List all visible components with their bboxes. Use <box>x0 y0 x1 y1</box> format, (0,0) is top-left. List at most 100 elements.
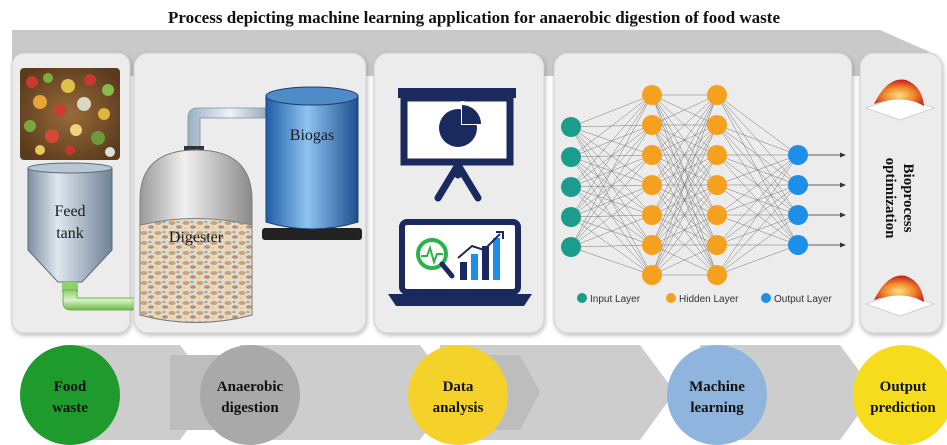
legend-hidden-swatch <box>666 293 676 303</box>
nn-node-input <box>561 147 581 167</box>
nn-edge <box>651 94 718 126</box>
nn-edge <box>651 94 718 216</box>
nn-edge <box>716 154 799 276</box>
gas-pipe <box>187 107 273 151</box>
nn-node-input <box>561 117 581 137</box>
nn-output-arrowhead <box>840 212 846 218</box>
neural-network-nodes <box>561 85 808 285</box>
nn-node-output <box>788 175 808 195</box>
nn-edge <box>570 244 653 248</box>
nn-edge <box>651 124 718 276</box>
diagram-title: Process depicting machine learning appli… <box>168 8 780 27</box>
nn-edge <box>716 244 799 276</box>
nn-node-input <box>561 207 581 227</box>
nn-edge <box>570 214 653 248</box>
nn-edge <box>716 124 799 156</box>
nn-edge <box>716 154 799 216</box>
nn-node-hidden1 <box>642 175 662 195</box>
nn-node-input <box>561 237 581 257</box>
nn-node-hidden2 <box>707 175 727 195</box>
nn-node-hidden1 <box>642 85 662 105</box>
step-food-waste-line2: waste <box>52 400 88 416</box>
nn-edge <box>716 94 799 156</box>
nn-edge <box>651 94 718 246</box>
nn-node-hidden1 <box>642 265 662 285</box>
nn-node-output <box>788 205 808 225</box>
step-machine-learning-line2: learning <box>690 400 744 416</box>
bioprocess-label-line2: optimization <box>882 158 898 239</box>
step-food-waste: Food waste <box>20 345 120 445</box>
step-data-analysis-line1: Data <box>443 379 474 395</box>
nn-edge <box>570 184 653 248</box>
feed-tank-label-line1: Feed <box>54 203 85 220</box>
step-anaerobic-digestion-line1: Anaerobic <box>217 379 284 395</box>
nn-node-hidden2 <box>707 265 727 285</box>
nn-edge <box>716 154 799 186</box>
neural-network-edges <box>570 94 846 276</box>
nn-output-arrowhead <box>840 242 846 248</box>
surface-plot-top-icon <box>865 79 935 121</box>
step-output-prediction-line1: Output <box>880 379 927 395</box>
nn-node-input <box>561 177 581 197</box>
nn-edge <box>651 184 718 276</box>
feed-pipe <box>62 289 143 311</box>
nn-node-hidden2 <box>707 115 727 135</box>
nn-edge <box>716 214 799 276</box>
step-machine-learning: Machine learning <box>667 345 767 445</box>
nn-legend: Input Layer Hidden Layer Output Layer <box>577 293 832 305</box>
step-food-waste-line1: Food <box>54 379 87 395</box>
step-data-analysis-line2: analysis <box>433 400 484 416</box>
nn-edge <box>716 154 799 246</box>
nn-node-hidden1 <box>642 145 662 165</box>
nn-node-hidden1 <box>642 115 662 135</box>
panel-data-analysis <box>373 52 545 334</box>
food-waste-texture <box>24 73 115 157</box>
nn-output-arrowhead <box>840 182 846 188</box>
nn-node-hidden1 <box>642 205 662 225</box>
step-anaerobic-digestion-line2: digestion <box>221 400 279 416</box>
nn-edge <box>570 94 653 158</box>
bioprocess-label-line1: Bioprocess <box>900 164 916 233</box>
nn-edge <box>570 124 653 248</box>
panel-bioprocess-optimization: Bioprocess optimization <box>859 52 943 334</box>
nn-node-hidden2 <box>707 205 727 225</box>
nn-edge <box>570 94 653 218</box>
nn-node-hidden2 <box>707 235 727 255</box>
nn-edge <box>651 244 718 276</box>
nn-edge <box>651 154 718 276</box>
nn-edge <box>570 94 653 128</box>
nn-edge <box>716 184 799 276</box>
panel-feed-tank: Feed tank <box>11 52 131 334</box>
nn-edge <box>570 94 653 248</box>
legend-input-label: Input Layer <box>590 294 641 305</box>
surface-plot-bottom-icon <box>865 275 935 317</box>
laptop-analytics-icon <box>388 219 532 306</box>
panel-machine-learning: Input Layer Hidden Layer Output Layer <box>553 52 853 334</box>
nn-edge <box>570 94 653 188</box>
nn-output-arrowhead <box>840 152 846 158</box>
legend-hidden-label: Hidden Layer <box>679 294 739 305</box>
nn-edge <box>570 246 653 276</box>
step-output-prediction: Output prediction <box>853 345 947 445</box>
legend-input-swatch <box>577 293 587 303</box>
nn-node-hidden2 <box>707 85 727 105</box>
legend-output-label: Output Layer <box>774 294 832 305</box>
nn-node-output <box>788 145 808 165</box>
feed-tank-label-line2: tank <box>56 225 84 242</box>
nn-edge <box>570 154 653 248</box>
nn-node-hidden1 <box>642 235 662 255</box>
nn-edge <box>651 94 718 186</box>
nn-edge <box>651 214 718 276</box>
step-output-prediction-line2: prediction <box>870 400 936 416</box>
step-data-analysis: Data analysis <box>408 345 508 445</box>
presentation-chart-icon <box>398 88 516 202</box>
nn-node-output <box>788 235 808 255</box>
nn-edge <box>651 94 718 276</box>
nn-node-hidden2 <box>707 145 727 165</box>
step-machine-learning-line1: Machine <box>689 379 745 395</box>
legend-output-swatch <box>761 293 771 303</box>
nn-edge <box>651 94 718 156</box>
digester-label: Digester <box>169 229 224 246</box>
panel-anaerobic-digestion: Digester Biogas <box>133 52 367 334</box>
